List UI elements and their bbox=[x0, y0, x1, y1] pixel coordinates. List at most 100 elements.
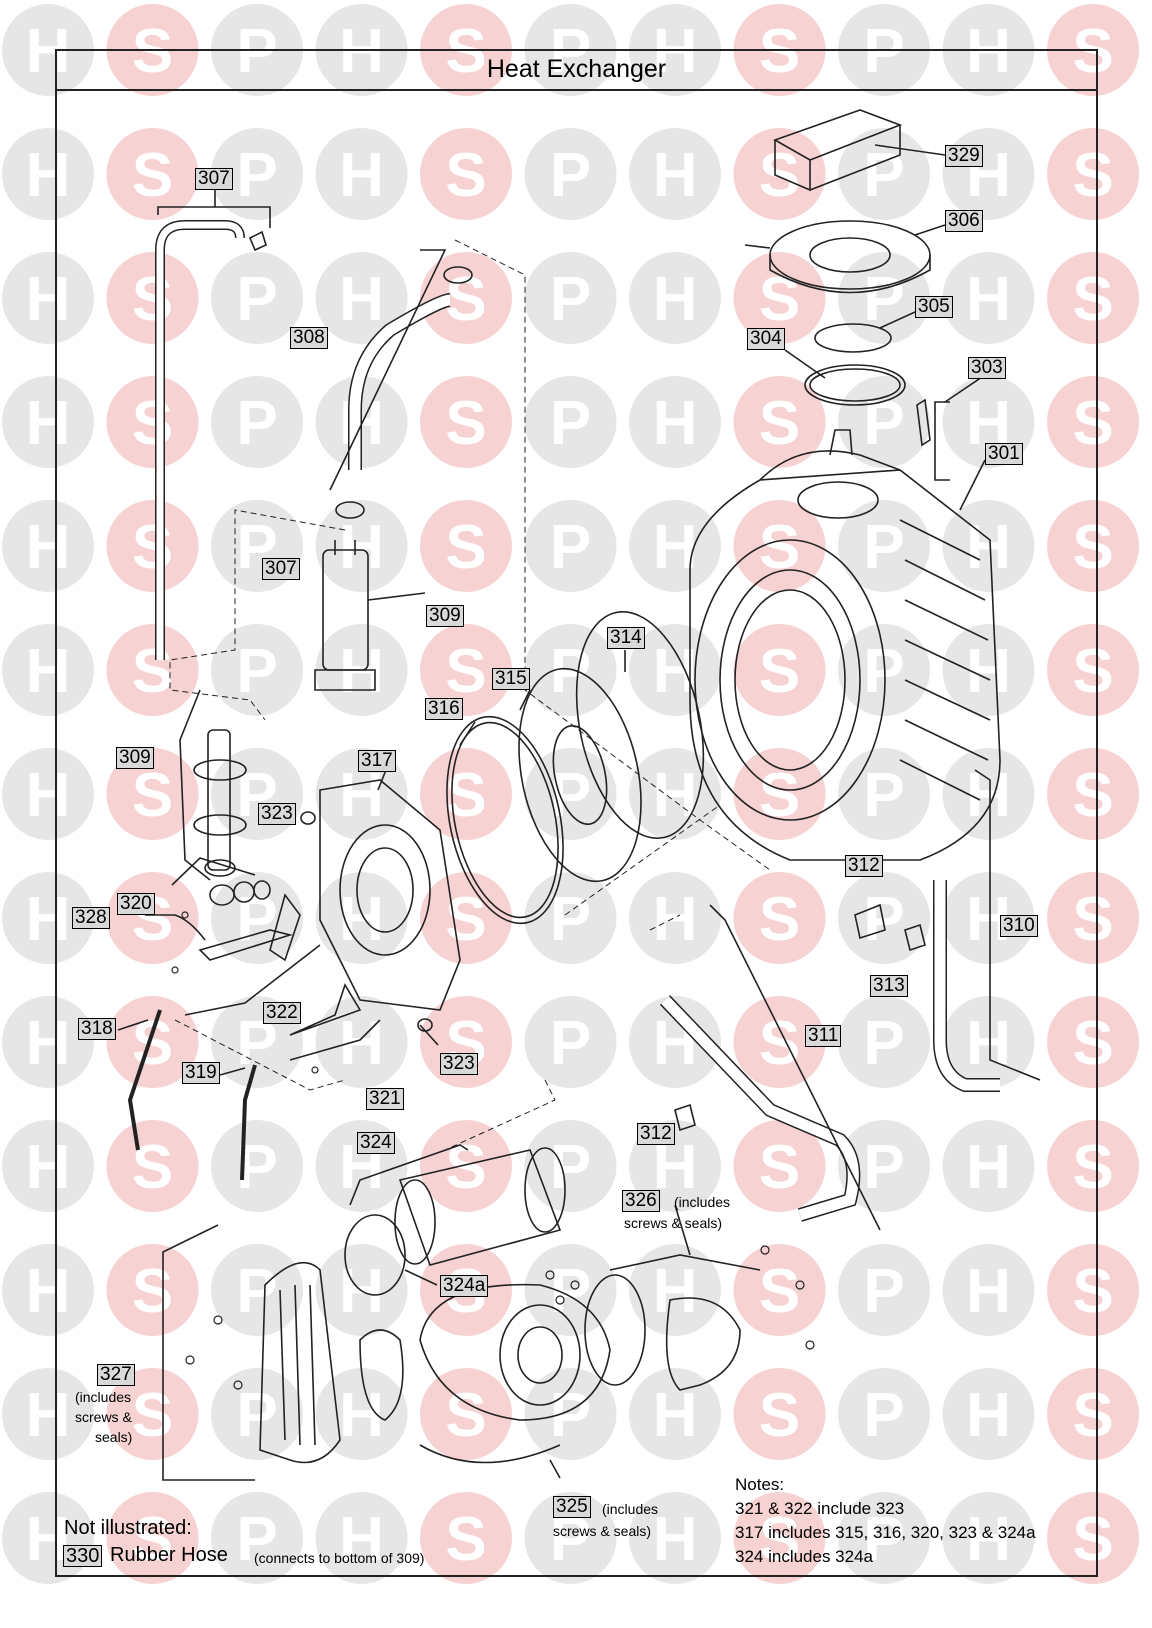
watermark-letter: P bbox=[550, 265, 591, 334]
part-label-305: 305 bbox=[915, 296, 953, 318]
watermark-circle bbox=[211, 1492, 303, 1584]
watermark-circle bbox=[524, 1120, 617, 1212]
watermark-letter: S bbox=[132, 17, 173, 86]
watermark-letter: P bbox=[236, 389, 277, 458]
part-324a-seal bbox=[344, 1214, 406, 1296]
part-label-309: 309 bbox=[426, 605, 464, 627]
part-label-315: 315 bbox=[492, 668, 530, 690]
watermark-letter: H bbox=[26, 885, 71, 954]
annotation-325-2: screws & seals) bbox=[553, 1523, 652, 1539]
watermark-letter: H bbox=[339, 1381, 384, 1450]
watermark-circle bbox=[106, 1492, 199, 1584]
watermark-circle bbox=[2, 500, 94, 592]
watermark-circle bbox=[315, 252, 408, 344]
watermark-circle bbox=[524, 500, 617, 592]
part-label-324: 324 bbox=[357, 1132, 395, 1154]
part-301-heat-exchanger bbox=[689, 429, 1001, 861]
watermark-letter: H bbox=[339, 637, 384, 706]
part-329-bracket bbox=[773, 109, 903, 192]
watermark-letter: H bbox=[653, 1381, 698, 1450]
watermark-circle bbox=[2, 1244, 94, 1336]
watermark-letter: S bbox=[445, 637, 486, 706]
watermark-circle bbox=[2, 1120, 94, 1212]
watermark-letter: P bbox=[236, 17, 277, 86]
watermark-letter: H bbox=[339, 265, 384, 334]
watermark-circle bbox=[106, 252, 199, 344]
watermark-letter: H bbox=[26, 1257, 71, 1326]
watermark-circle bbox=[942, 872, 1035, 964]
watermark-letter: H bbox=[26, 761, 71, 830]
watermark-letter: H bbox=[26, 1381, 71, 1450]
watermark-circle bbox=[106, 1368, 199, 1460]
watermark-letter: S bbox=[132, 513, 173, 582]
watermark-letter: S bbox=[759, 1381, 800, 1450]
watermark-letter: P bbox=[550, 885, 591, 954]
watermark-circle bbox=[106, 996, 199, 1088]
part-label-321: 321 bbox=[366, 1088, 404, 1110]
watermark-letter: H bbox=[339, 141, 384, 210]
page-title: Heat Exchanger bbox=[486, 55, 667, 83]
rubber-hose-name: Rubber Hose bbox=[110, 1544, 228, 1566]
watermark-circle bbox=[1047, 128, 1139, 220]
watermark-circle bbox=[629, 872, 721, 964]
watermark-letter: H bbox=[966, 1009, 1011, 1078]
watermark-letter: H bbox=[339, 761, 384, 830]
watermark-letter: H bbox=[966, 1257, 1011, 1326]
part-label-330: 330 bbox=[63, 1545, 103, 1567]
watermark-circle bbox=[106, 128, 199, 220]
watermark-circle bbox=[942, 1368, 1035, 1460]
watermark-circle bbox=[420, 748, 512, 840]
watermark-letter: S bbox=[759, 1505, 800, 1574]
watermark-circle bbox=[420, 252, 512, 344]
watermark-letter: H bbox=[339, 1505, 384, 1574]
watermark-letter: S bbox=[1072, 1505, 1113, 1574]
part-label-317: 317 bbox=[358, 750, 396, 772]
watermark-letter: H bbox=[26, 1505, 71, 1574]
watermark-letter: P bbox=[550, 1257, 591, 1326]
watermark-letter: P bbox=[863, 885, 904, 954]
part-label-326: 326 bbox=[622, 1190, 660, 1212]
watermark-circle bbox=[629, 500, 721, 592]
part-label-328: 328 bbox=[72, 907, 110, 929]
watermark-letter: S bbox=[445, 141, 486, 210]
watermark-circle bbox=[524, 376, 617, 468]
part-label-327: 327 bbox=[97, 1364, 135, 1386]
watermark-letter: P bbox=[550, 389, 591, 458]
watermark-circle bbox=[420, 376, 512, 468]
watermark-circle bbox=[1047, 376, 1139, 468]
part-327-cover bbox=[259, 1261, 341, 1464]
watermark-circle bbox=[1047, 1368, 1139, 1460]
watermark-circle bbox=[420, 1368, 512, 1460]
watermark-circle bbox=[211, 1368, 303, 1460]
watermark-circle bbox=[1047, 252, 1139, 344]
watermark-letter: P bbox=[550, 141, 591, 210]
watermark-circle bbox=[838, 1492, 930, 1584]
watermark-letter: S bbox=[1072, 17, 1113, 86]
watermark-circle bbox=[211, 128, 303, 220]
watermark-circle bbox=[733, 128, 826, 220]
annotation-327-3: seals) bbox=[95, 1429, 133, 1445]
watermark-letter: H bbox=[26, 265, 71, 334]
watermark-letter: P bbox=[236, 1381, 277, 1450]
watermark-circle bbox=[1047, 1120, 1139, 1212]
watermark-letter: H bbox=[966, 1381, 1011, 1450]
watermark-letter: S bbox=[759, 637, 800, 706]
part-label-307: 307 bbox=[262, 558, 300, 580]
watermark-letter: S bbox=[445, 1505, 486, 1574]
part-label-322: 322 bbox=[263, 1002, 301, 1024]
watermark-letter: P bbox=[550, 637, 591, 706]
watermark-circle bbox=[838, 748, 930, 840]
watermark-letter: S bbox=[132, 637, 173, 706]
watermark-letter: S bbox=[759, 265, 800, 334]
watermark-letter: H bbox=[26, 389, 71, 458]
part-label-312: 312 bbox=[637, 1123, 675, 1145]
watermark-letter: P bbox=[863, 1009, 904, 1078]
part-label-325: 325 bbox=[553, 1496, 591, 1518]
watermark-letter: S bbox=[759, 1257, 800, 1326]
part-304-seal bbox=[804, 364, 906, 406]
notes-line: 321 & 322 include 323 bbox=[735, 1499, 905, 1518]
watermark-circle bbox=[315, 996, 408, 1088]
watermark-circle bbox=[211, 252, 303, 344]
part-318-electrode bbox=[127, 1009, 162, 1151]
